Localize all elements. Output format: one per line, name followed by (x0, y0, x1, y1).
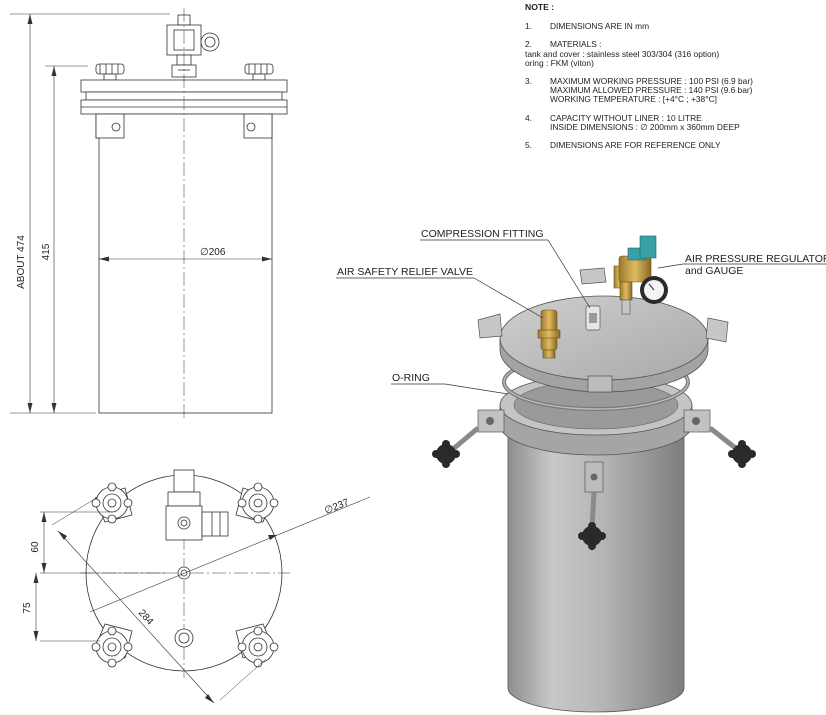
notes-heading: NOTE : (525, 2, 555, 12)
note-line: WORKING TEMPERATURE : [+4°C ; +38°C] (550, 94, 717, 105)
note-line: CAPACITY WITHOUT LINER : 10 LITRE (550, 112, 702, 123)
knob-bottom-right (237, 626, 279, 668)
note-item-5: 5. DIMENSIONS ARE FOR REFERENCE ONLY (525, 140, 825, 151)
note-item-3: 3. MAXIMUM WORKING PRESSURE : 100 PSI (6… (525, 76, 825, 105)
note-number: 3. (525, 76, 532, 87)
notes-block: NOTE : 1. DIMENSIONS ARE IN mm 2. MATERIA… (525, 2, 825, 159)
dim-flange-diameter: ∅237 (323, 497, 351, 517)
note-line: oring : FKM (viton) (525, 57, 594, 68)
label-regulator: AIR PRESSURE REGULATOR (685, 253, 826, 265)
dim-lower-offset: 75 (22, 602, 33, 614)
label-air-safety-relief-valve: AIR SAFETY RELIEF VALVE (337, 266, 473, 278)
note-line: tank and cover : stainless steel 303/304… (525, 48, 720, 59)
note-item-1: 1. DIMENSIONS ARE IN mm (525, 21, 825, 32)
note-number: 4. (525, 112, 532, 123)
note-line: MAXIMUM ALLOWED PRESSURE : 140 PSI (9.6 … (550, 85, 753, 96)
dim-body-height: 415 (41, 243, 52, 260)
note-line: DIMENSIONS ARE FOR REFERENCE ONLY (550, 140, 721, 151)
label-o-ring: O-RING (392, 372, 430, 384)
note-item-4: 4. CAPACITY WITHOUT LINER : 10 LITRE INS… (525, 112, 825, 132)
note-number: 2. (525, 39, 532, 50)
label-compression-fitting: COMPRESSION FITTING (421, 228, 544, 240)
note-number: 5. (525, 140, 532, 151)
note-item-2: 2. MATERIALS : tank and cover : stainless… (525, 40, 825, 68)
knob-top-right (237, 482, 279, 524)
front-knob (578, 522, 606, 550)
top-plan-view (33, 469, 371, 704)
note-line: INSIDE DIMENSIONS : ∅ 200mm x 360mm DEEP (550, 121, 740, 132)
side-elevation-view (10, 8, 288, 418)
note-line: MATERIALS : (550, 39, 602, 50)
dim-body-diameter: ∅206 (200, 247, 226, 258)
isometric-render (336, 235, 826, 713)
note-number: 1. (525, 21, 532, 32)
note-line: DIMENSIONS ARE IN mm (550, 21, 650, 32)
dim-upper-offset: 60 (30, 541, 41, 553)
side-knob-left (432, 440, 460, 468)
note-line: MAXIMUM WORKING PRESSURE : 100 PSI (6.9 … (550, 76, 753, 87)
label-regulator-gauge: and GAUGE (685, 265, 743, 277)
side-knob-right (728, 440, 756, 468)
knob-top-left (91, 482, 133, 524)
dim-overall-height: ABOUT 474 (16, 235, 27, 289)
knob-bottom-left (91, 626, 133, 668)
